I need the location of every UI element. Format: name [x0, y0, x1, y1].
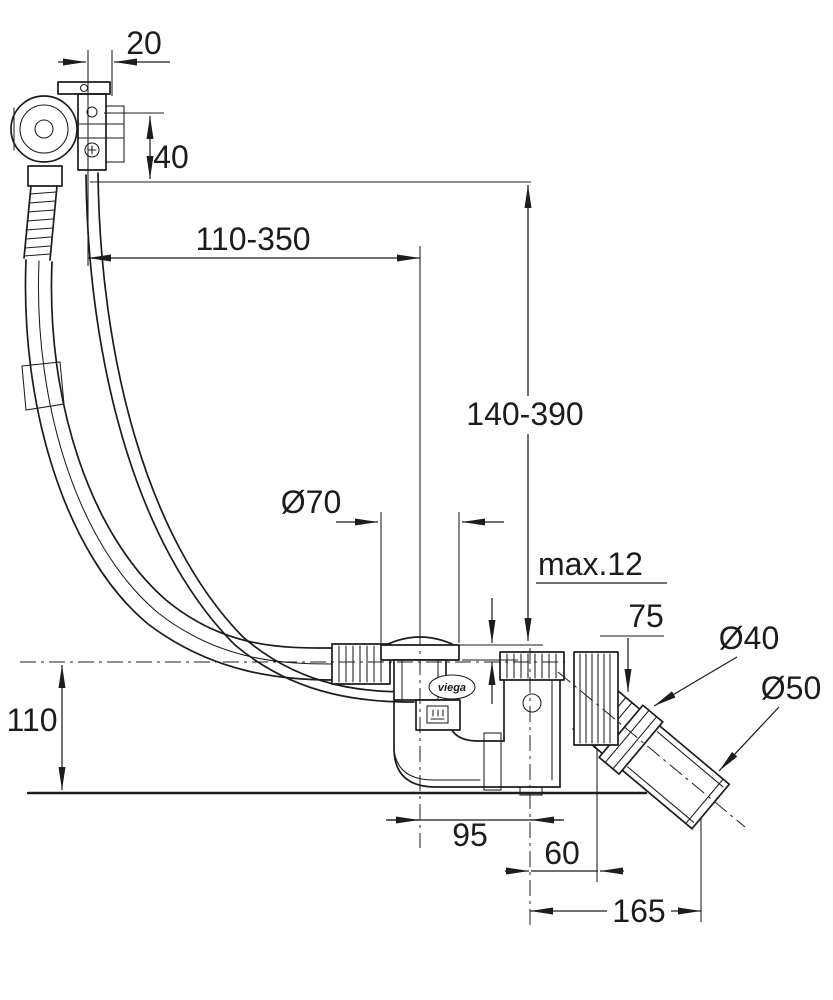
dim-outlet-length: 165 [530, 818, 702, 930]
dim-rim-thickness: max.12 [462, 546, 667, 704]
dim-label-110: 110 [6, 702, 57, 738]
dim-label-140-390: 140-390 [466, 396, 583, 432]
dim-label-dia70: Ø70 [281, 484, 341, 520]
dim-trap-to-elbow: 95 [386, 816, 564, 853]
viega-logo: viega [428, 674, 476, 700]
bowden-cable [85, 172, 415, 703]
dim-label-165: 165 [612, 893, 665, 929]
dim-label-75: 75 [628, 598, 664, 634]
dim-trap-height: 110 [6, 665, 66, 790]
dim-label-20: 20 [126, 25, 162, 61]
outlet-elbow [499, 651, 565, 796]
dim-horizontal-reach: 110-350 [88, 221, 421, 630]
viega-logo-text: viega [438, 682, 466, 694]
threaded-adapter [573, 651, 619, 746]
dim-label-40: 40 [153, 139, 189, 175]
overflow-hose [21, 259, 333, 681]
label-outlet-diameter: Ø50 [718, 670, 821, 772]
dim-label-dia50: Ø50 [761, 670, 821, 706]
centerlines [20, 630, 746, 925]
dim-label-max12: max.12 [538, 546, 643, 582]
outlet-pipe-45 [572, 683, 731, 830]
label-outlet-bore: Ø40 [653, 620, 779, 707]
dim-label-110-350: 110-350 [195, 221, 310, 257]
dim-elbow-to-outlet: 60 [505, 748, 624, 882]
bellows-hose-section [23, 185, 58, 261]
dim-label-dia40: Ø40 [719, 620, 779, 656]
dim-outlet-drop: 75 [600, 598, 664, 692]
dim-flange-diameter: Ø70 [281, 484, 504, 643]
dim-label-60: 60 [544, 835, 580, 871]
overflow-rotary-unit [10, 81, 125, 187]
dim-knob-drop: 40 [90, 112, 531, 183]
dim-vertical-reach: 140-390 [451, 185, 599, 646]
dim-label-95: 95 [452, 817, 488, 853]
dim-knob-depth: 20 [58, 25, 170, 266]
